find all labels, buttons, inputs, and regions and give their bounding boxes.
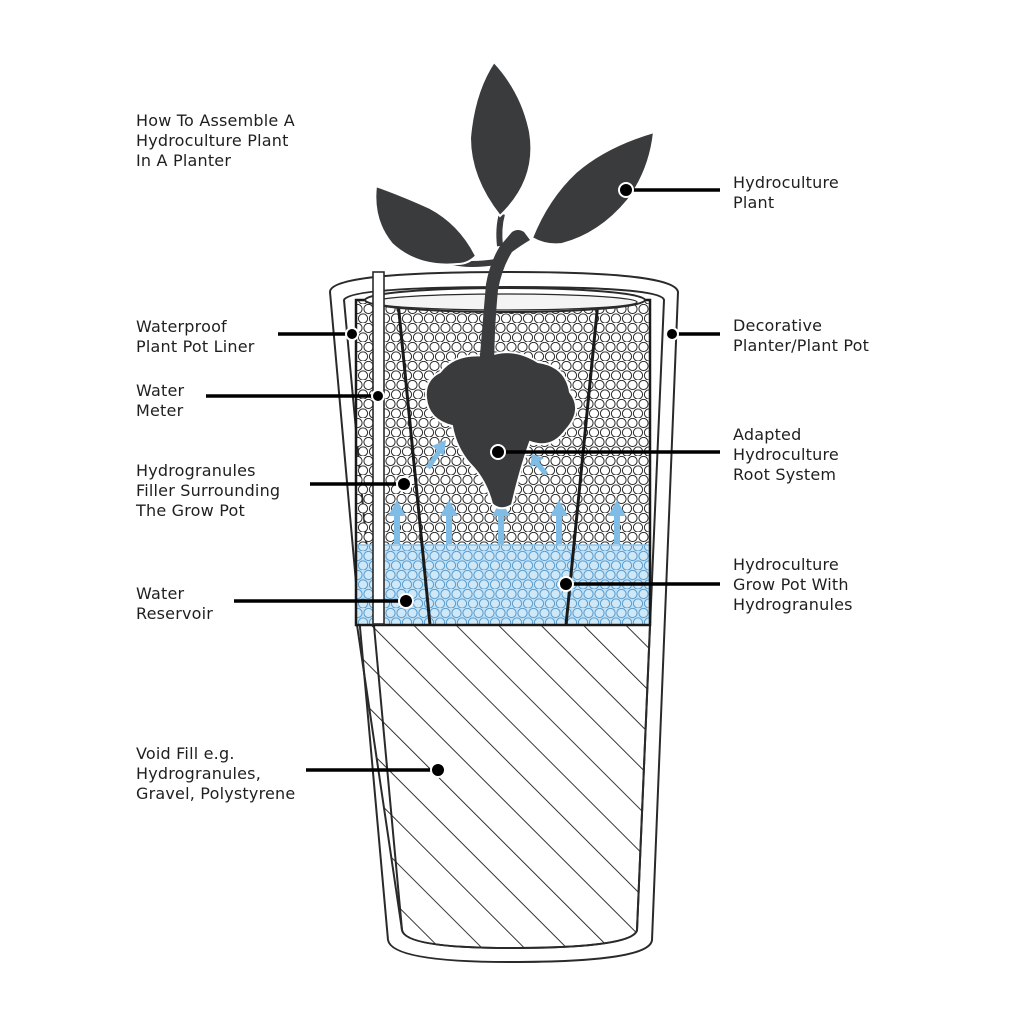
water-meter <box>372 271 385 625</box>
label-line: Hydrogranules, <box>136 764 262 783</box>
label-line: Waterproof <box>136 317 227 336</box>
label-line: Grow Pot With <box>733 575 849 594</box>
title-line-3: In A Planter <box>136 151 232 170</box>
label-line: Hydroculture <box>733 445 839 464</box>
label-line: Hydroculture <box>733 173 839 192</box>
label-decorative-planter: Decorative Planter/Plant Pot <box>733 316 869 356</box>
label-line: Meter <box>136 401 184 420</box>
label-line: Reservoir <box>136 604 214 623</box>
label-pot-liner: Waterproof Plant Pot Liner <box>136 317 255 357</box>
label-filler: Hydrogranules Filler Surrounding The Gro… <box>136 461 280 521</box>
pot-liner <box>354 298 652 627</box>
label-line: Plant Pot Liner <box>136 337 255 356</box>
label-line: Planter/Plant Pot <box>733 336 870 355</box>
label-root-system: Adapted Hydroculture Root System <box>733 425 839 485</box>
label-line: Hydrogranules <box>733 595 853 614</box>
void-fill <box>355 624 652 950</box>
label-line: Plant <box>733 193 775 212</box>
label-hydroculture-plant: Hydroculture Plant <box>733 173 839 213</box>
label-line: Adapted <box>733 425 802 444</box>
label-water-meter: Water Meter <box>136 381 184 421</box>
label-water-reservoir: Water Reservoir <box>136 584 213 624</box>
hydroculture-plant <box>374 60 656 510</box>
label-line: Gravel, Polystyrene <box>136 784 296 803</box>
label-line: Water <box>136 584 185 603</box>
label-line: The Grow Pot <box>136 501 245 520</box>
diagram-title: How To Assemble A Hydroculture Plant In … <box>136 111 295 171</box>
title-line-1: How To Assemble A <box>136 111 295 130</box>
label-line: Water <box>136 381 185 400</box>
label-void-fill: Void Fill e.g. Hydrogranules, Gravel, Po… <box>136 744 295 804</box>
label-line: Void Fill e.g. <box>136 744 235 763</box>
title-line-2: Hydroculture Plant <box>136 131 289 150</box>
label-line: Hydroculture <box>733 555 839 574</box>
label-line: Root System <box>733 465 837 484</box>
label-line: Filler Surrounding <box>136 481 281 500</box>
label-line: Decorative <box>733 316 823 335</box>
leader-lines <box>206 182 720 778</box>
label-grow-pot: Hydroculture Grow Pot With Hydrogranules <box>733 555 853 615</box>
label-line: Hydrogranules <box>136 461 256 480</box>
